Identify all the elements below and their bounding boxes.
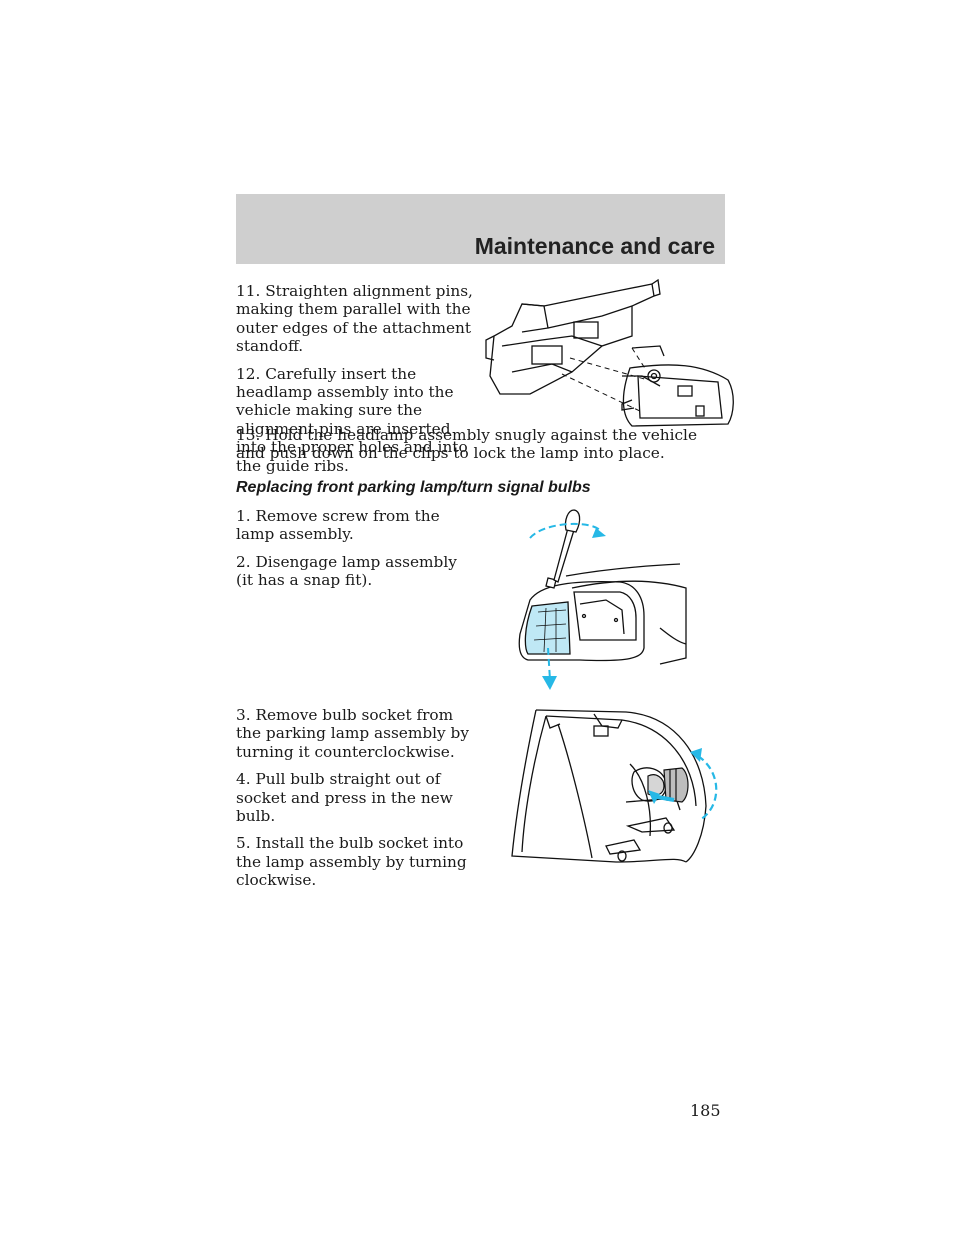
step-13: 13. Hold the headlamp assembly snugly ag…: [236, 426, 697, 463]
section-title: Maintenance and care: [474, 233, 715, 259]
step-2: 2. Disengage lamp assembly (it has a sna…: [236, 552, 457, 590]
step-12: 12. Carefully insert the headlamp assemb…: [236, 364, 468, 475]
step-11: 11. Straighten alignment pins, making th…: [236, 282, 473, 356]
headlamp-assembly-illustration: [485, 278, 734, 427]
headlamp-steps-top: 11. Straighten alignment pins, making th…: [236, 282, 476, 484]
step-4: 4. Pull bulb straight out of socket and …: [236, 770, 453, 826]
step-1: 1. Remove screw from the lamp assembly.: [236, 507, 440, 544]
page-number: 185: [690, 1101, 721, 1120]
parking-lamp-heading: Replacing front parking lamp/turn signal…: [236, 479, 591, 496]
parking-steps-3-5: 3. Remove bulb socket from the parking l…: [236, 706, 476, 899]
headlamp-step-13-block: 13. Hold the headlamp assembly snugly ag…: [236, 426, 726, 472]
step-5: 5. Install the bulb socket into the lamp…: [236, 834, 467, 890]
step-3: 3. Remove bulb socket from the parking l…: [236, 706, 469, 761]
bulb-socket-illustration: [511, 709, 718, 863]
parking-steps-1-2: 1. Remove screw from the lamp assembly. …: [236, 507, 476, 599]
parking-lamp-removal-illustration: [518, 509, 687, 690]
section-header: Maintenance and care: [236, 194, 725, 264]
